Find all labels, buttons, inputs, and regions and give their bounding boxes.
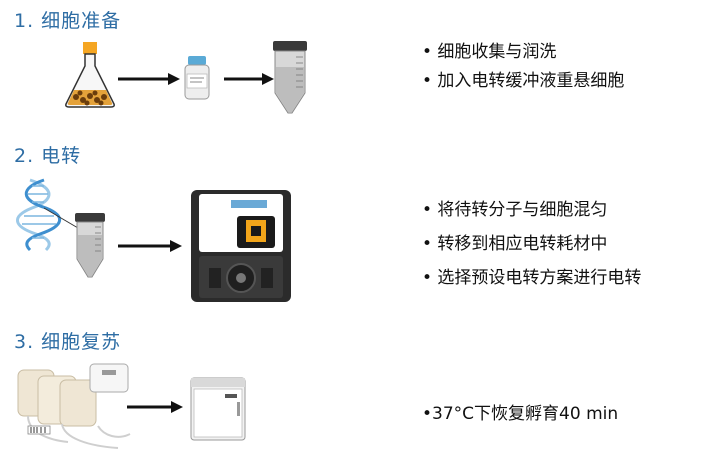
step-1-bullet-2: • 加入电转缓冲液重悬细胞 [422, 71, 625, 91]
step-2-bullet-1: • 将待转分子与细胞混匀 [422, 200, 608, 220]
cell-bags-icon [17, 363, 131, 449]
step-1-title: 1. 细胞准备 [14, 10, 122, 32]
step-3-title: 3. 细胞复苏 [14, 331, 122, 353]
arrow-icon [127, 401, 183, 413]
arrow-icon [118, 240, 182, 252]
incubator-icon [190, 377, 246, 441]
bottle-icon [184, 56, 210, 100]
step-2-bullet-2: • 转移到相应电转耗材中 [422, 234, 608, 254]
dna-icon [16, 178, 79, 252]
step-1-bullet-1: • 细胞收集与润洗 [422, 42, 557, 62]
tube-icon [273, 41, 307, 114]
tube-icon [75, 213, 105, 278]
step-2-bullet-3: • 选择预设电转方案进行电转 [422, 268, 642, 288]
arrow-icon [118, 73, 180, 85]
arrow-icon [224, 73, 274, 85]
electroporator-icon [191, 190, 291, 302]
step-3-bullet-1: •37°C下恢复孵育40 min [422, 404, 619, 424]
step-2-title: 2. 电转 [14, 145, 82, 167]
flask-icon [65, 42, 115, 108]
